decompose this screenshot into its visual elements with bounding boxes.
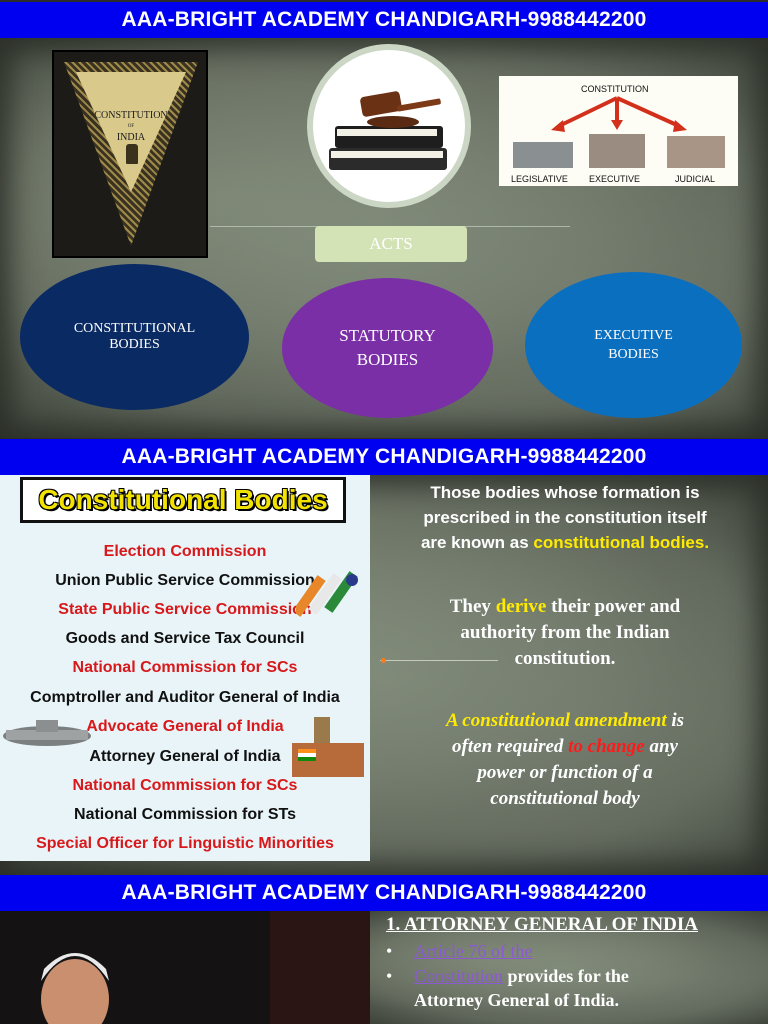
bullet-dot-icon <box>381 658 386 663</box>
book-title-line1: CONSTITUTION <box>94 110 168 121</box>
constitution-link[interactable]: Constitution <box>414 966 504 986</box>
branches-constitution-label: CONSTITUTION <box>581 84 649 94</box>
executive-bodies-line1: EXECUTIVE <box>594 328 673 343</box>
book-title-line2: INDIA <box>116 132 146 143</box>
body-item: National Commission for SCs <box>72 659 298 676</box>
constitution-branches-diagram: CONSTITUTION LEGISLATIVE EXECUTIVE JUDIC… <box>499 76 738 186</box>
authority-paragraph: They derive their power and authority fr… <box>378 594 752 672</box>
person-portrait-icon <box>41 911 370 1024</box>
executive-bodies-line2: BODIES <box>608 347 659 362</box>
attorney-heading: 1. ATTORNEY GENERAL OF INDIA <box>386 914 698 935</box>
constitutional-bodies-title: Constitutional Bodies <box>20 477 346 523</box>
constitution-book-image: CONSTITUTION OF INDIA <box>52 50 208 258</box>
authority-line1-pre: They <box>449 596 496 617</box>
constitutional-bodies-ellipse: CONSTITUTIONAL BODIES <box>20 264 249 410</box>
authority-highlight: derive <box>495 596 547 617</box>
body-item: Advocate General of India <box>86 718 284 735</box>
definition-highlight: constitutional bodies. <box>533 533 710 552</box>
emblem-flag-icon <box>292 717 364 777</box>
bullet-1-icon: • <box>386 941 393 961</box>
statutory-bodies-line2: BODIES <box>356 350 419 369</box>
amendment-line3: power or function of a <box>477 762 653 783</box>
bottom-banner: AAA-BRIGHT ACADEMY CHANDIGARH-9988442200 <box>0 875 768 911</box>
amendment-line2-pre: often required <box>452 736 569 757</box>
acts-label: ACTS <box>315 226 467 262</box>
bullet-2-post: provides for the <box>503 966 629 986</box>
definition-paragraph: Those bodies whose formation is prescrib… <box>378 480 752 555</box>
parliament-building-icon <box>3 720 91 746</box>
middle-banner: AAA-BRIGHT ACADEMY CHANDIGARH-9988442200 <box>0 439 768 475</box>
body-item: Special Officer for Linguistic Minoritie… <box>36 835 334 852</box>
authority-line2: authority from the Indian <box>460 622 670 643</box>
statutory-bodies-ellipse: STATUTORY BODIES <box>282 278 493 418</box>
body-item: State Public Service Commission <box>58 601 312 618</box>
article-link[interactable]: Article 76 of the <box>414 941 533 961</box>
branches-judicial-label: JUDICIAL <box>675 174 716 184</box>
underline-divider <box>380 660 498 661</box>
gavel-books-image <box>307 44 471 208</box>
definition-line2: prescribed in the constitution itself <box>423 508 707 527</box>
top-banner: AAA-BRIGHT ACADEMY CHANDIGARH-9988442200 <box>0 2 768 38</box>
branch-arrows-icon <box>513 96 725 168</box>
definition-line3: are known as <box>420 533 534 552</box>
voting-ballot-icon <box>296 571 358 617</box>
amendment-line1-post: is <box>666 710 685 731</box>
executive-bodies-ellipse: EXECUTIVE BODIES <box>525 272 742 418</box>
body-item: Comptroller and Auditor General of India <box>30 689 340 706</box>
bullet-2-icon: • <box>386 966 393 986</box>
bullet-2-text: Constitution provides for the <box>414 966 629 987</box>
body-item: Election Commission <box>103 543 267 560</box>
book-title-of: OF <box>127 124 135 129</box>
attorney-text-area <box>370 911 768 1024</box>
amendment-highlight: A constitutional amendment <box>445 710 667 731</box>
constitutional-bodies-line2: BODIES <box>109 337 160 352</box>
amendment-line4: constitutional body <box>490 788 640 809</box>
national-emblem-icon <box>126 144 138 164</box>
definition-line1: Those bodies whose formation is <box>430 483 700 502</box>
authority-line3: constitution. <box>514 648 616 669</box>
body-item: Goods and Service Tax Council <box>65 630 305 647</box>
branches-legislative-label: LEGISLATIVE <box>511 174 568 184</box>
branches-executive-label: EXECUTIVE <box>589 174 641 184</box>
amendment-paragraph: A constitutional amendment is often requ… <box>378 708 752 812</box>
amendment-line2-post: any <box>644 736 678 757</box>
bullet-2-line2: Attorney General of India. <box>414 990 619 1010</box>
constitutional-bodies-line1: CONSTITUTIONAL <box>73 321 196 336</box>
body-item: Attorney General of India <box>89 748 281 765</box>
body-item: National Commission for STs <box>74 806 296 823</box>
statutory-bodies-line1: STATUTORY <box>339 326 436 345</box>
attorney-photo-area <box>0 911 370 1024</box>
constitutional-bodies-panel <box>0 475 370 861</box>
body-item: Union Public Service Commission <box>55 572 315 589</box>
body-item: National Commission for SCs <box>72 777 298 794</box>
authority-line1-post: their power and <box>546 596 681 617</box>
gavel-icon <box>329 91 447 170</box>
amendment-red-highlight: to change <box>568 736 645 757</box>
